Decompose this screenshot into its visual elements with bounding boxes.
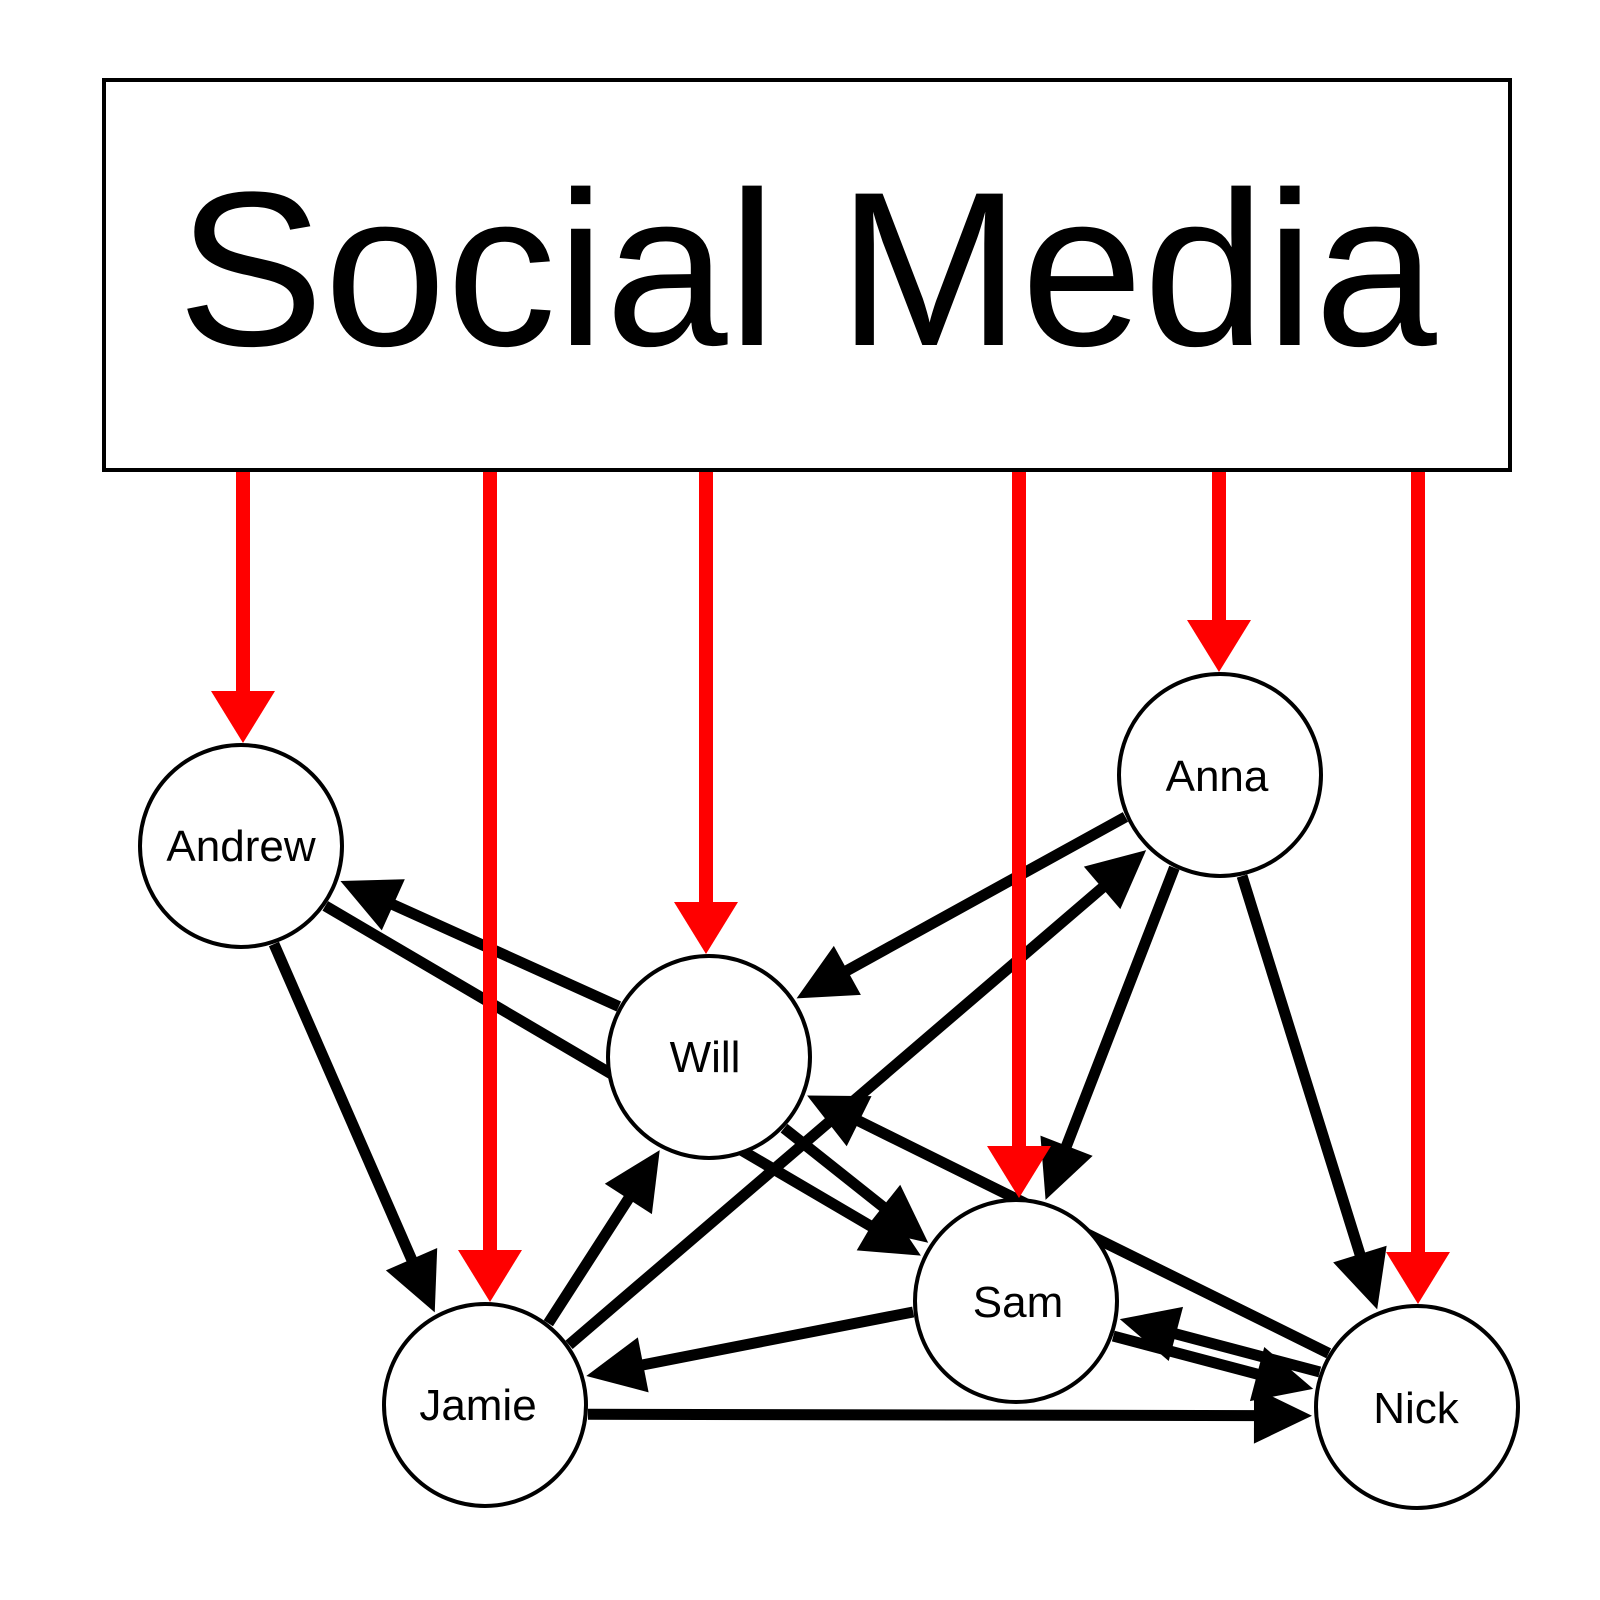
node-sam: Sam [913, 1198, 1119, 1404]
node-anna-label: Anna [1166, 752, 1269, 801]
node-andrew: Andrew [138, 743, 344, 949]
node-jamie-label: Jamie [419, 1381, 536, 1430]
node-jamie: Jamie [382, 1302, 588, 1508]
edge-anna-to-will [796, 812, 1129, 999]
edge-jamie-to-will [543, 1150, 660, 1327]
node-sam-label: Sam [973, 1278, 1063, 1327]
edge-will-to-andrew [340, 879, 622, 1012]
influence-edge-to-will [674, 472, 738, 954]
edge-jamie-to-nick [587, 1387, 1312, 1444]
influence-edge-to-jamie [458, 472, 522, 1302]
person-nodes: Andrew Will Anna Sam Jamie Nick [138, 672, 1520, 1510]
node-nick-circle [1314, 1304, 1520, 1510]
social-media-box-frame [102, 78, 1512, 472]
node-nick: Nick [1314, 1304, 1520, 1510]
node-anna-circle [1117, 672, 1323, 878]
influence-edges [211, 472, 1450, 1304]
influence-edge-to-nick [1386, 472, 1450, 1304]
edge-nick-to-sam [1119, 1306, 1322, 1378]
node-sam-circle [913, 1198, 1119, 1404]
node-andrew-label: Andrew [166, 822, 315, 871]
node-anna: Anna [1117, 672, 1323, 878]
node-will-label: Will [670, 1033, 741, 1082]
edge-sam-to-jamie [586, 1306, 915, 1393]
social-media-box: Social Media [102, 78, 1512, 472]
node-will: Will [606, 954, 812, 1160]
node-andrew-circle [138, 743, 344, 949]
edge-anna-to-nick [1236, 874, 1387, 1310]
node-nick-label: Nick [1373, 1384, 1460, 1433]
influence-edge-to-andrew [211, 472, 275, 743]
edge-anna-to-sam [1040, 865, 1180, 1200]
influence-edge-to-sam [987, 472, 1051, 1198]
social-media-title: Social Media [177, 146, 1437, 392]
influence-edge-to-anna [1187, 472, 1251, 672]
edge-andrew-to-jamie [268, 941, 438, 1313]
node-jamie-circle [382, 1302, 588, 1508]
node-will-circle [606, 954, 812, 1160]
